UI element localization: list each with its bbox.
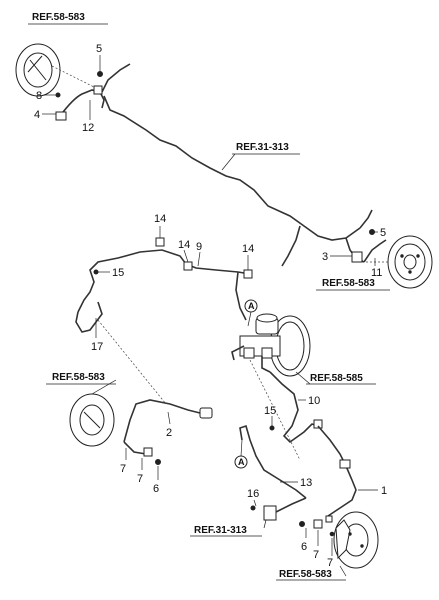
front-left-hose: [55, 63, 131, 121]
ref-label-booster: REF.58-585: [310, 373, 363, 384]
callout-12: 12: [82, 122, 94, 134]
brake-tube-10: [269, 371, 323, 444]
callout-15-lower: 15: [264, 405, 276, 417]
callout-7-left-a: 7: [120, 463, 126, 475]
connector-a-lower: A: [234, 439, 248, 469]
callout-5-top: 5: [96, 43, 102, 55]
svg-text:A: A: [248, 301, 255, 311]
ref-label-bottom-right: REF.58-583: [279, 569, 332, 580]
brake-tube-13: [239, 424, 357, 517]
callout-4: 4: [34, 109, 40, 121]
callout-14-left: 14: [154, 213, 166, 225]
bolt-8: [55, 92, 61, 98]
clip-14-right: [243, 269, 253, 279]
ref-label-top-left: REF.58-583: [32, 12, 85, 23]
callout-3: 3: [322, 251, 328, 263]
connector-a-upper: A: [244, 299, 258, 327]
ref-label-top-center: REF.31-313: [236, 142, 289, 153]
callout-15-left: 15: [112, 267, 124, 279]
callout-13: 13: [300, 477, 312, 489]
callout-7-left-b: 7: [137, 473, 143, 485]
callout-9: 9: [196, 241, 202, 253]
callout-7-right-b: 7: [327, 557, 333, 569]
callout-11: 11: [371, 267, 382, 279]
callout-7-right-a: 7: [313, 549, 319, 561]
svg-text:A: A: [238, 457, 245, 467]
nut-5-right: [369, 229, 375, 235]
rear-brake-tube: [103, 95, 373, 267]
front-left-hose-2: [123, 399, 213, 457]
bolt-6-left: [155, 459, 161, 465]
bracket-16: [250, 497, 307, 521]
rear-right-hose: [345, 237, 387, 263]
front-left-disc-shield: [15, 43, 97, 97]
ref-label-left-middle: REF.58-583: [52, 372, 105, 383]
ref-label-right-middle: REF.58-583: [322, 278, 375, 289]
callout-2: 2: [166, 427, 172, 439]
callout-17: 17: [91, 341, 103, 353]
guide-line-center: [249, 359, 301, 461]
callout-10: 10: [308, 395, 320, 407]
ref-label-bottom-center: REF.31-313: [194, 525, 247, 536]
callout-8: 8: [36, 90, 42, 102]
callout-16: 16: [247, 488, 259, 500]
front-right-hose-fittings: [299, 515, 335, 537]
guide-line-left: [97, 319, 167, 405]
master-cylinder-booster: [231, 313, 311, 377]
callout-6-left: 6: [153, 483, 159, 495]
bolt-15-left: [93, 269, 99, 275]
callout-1: 1: [381, 485, 387, 497]
callout-14-right: 14: [242, 243, 254, 255]
front-brake-tube: [75, 249, 251, 333]
clip-14-left: [155, 237, 165, 247]
callout-5-right: 5: [380, 227, 386, 239]
front-right-disc: [333, 511, 379, 569]
front-left-lower-shield: [69, 393, 115, 447]
bolt-15-lower: [269, 425, 275, 431]
callout-14-middle: 14: [178, 239, 190, 251]
clip-14-middle: [183, 261, 193, 271]
rear-right-drum: [366, 235, 433, 289]
nut-5-top: [97, 71, 103, 77]
callout-6-right: 6: [301, 541, 307, 553]
